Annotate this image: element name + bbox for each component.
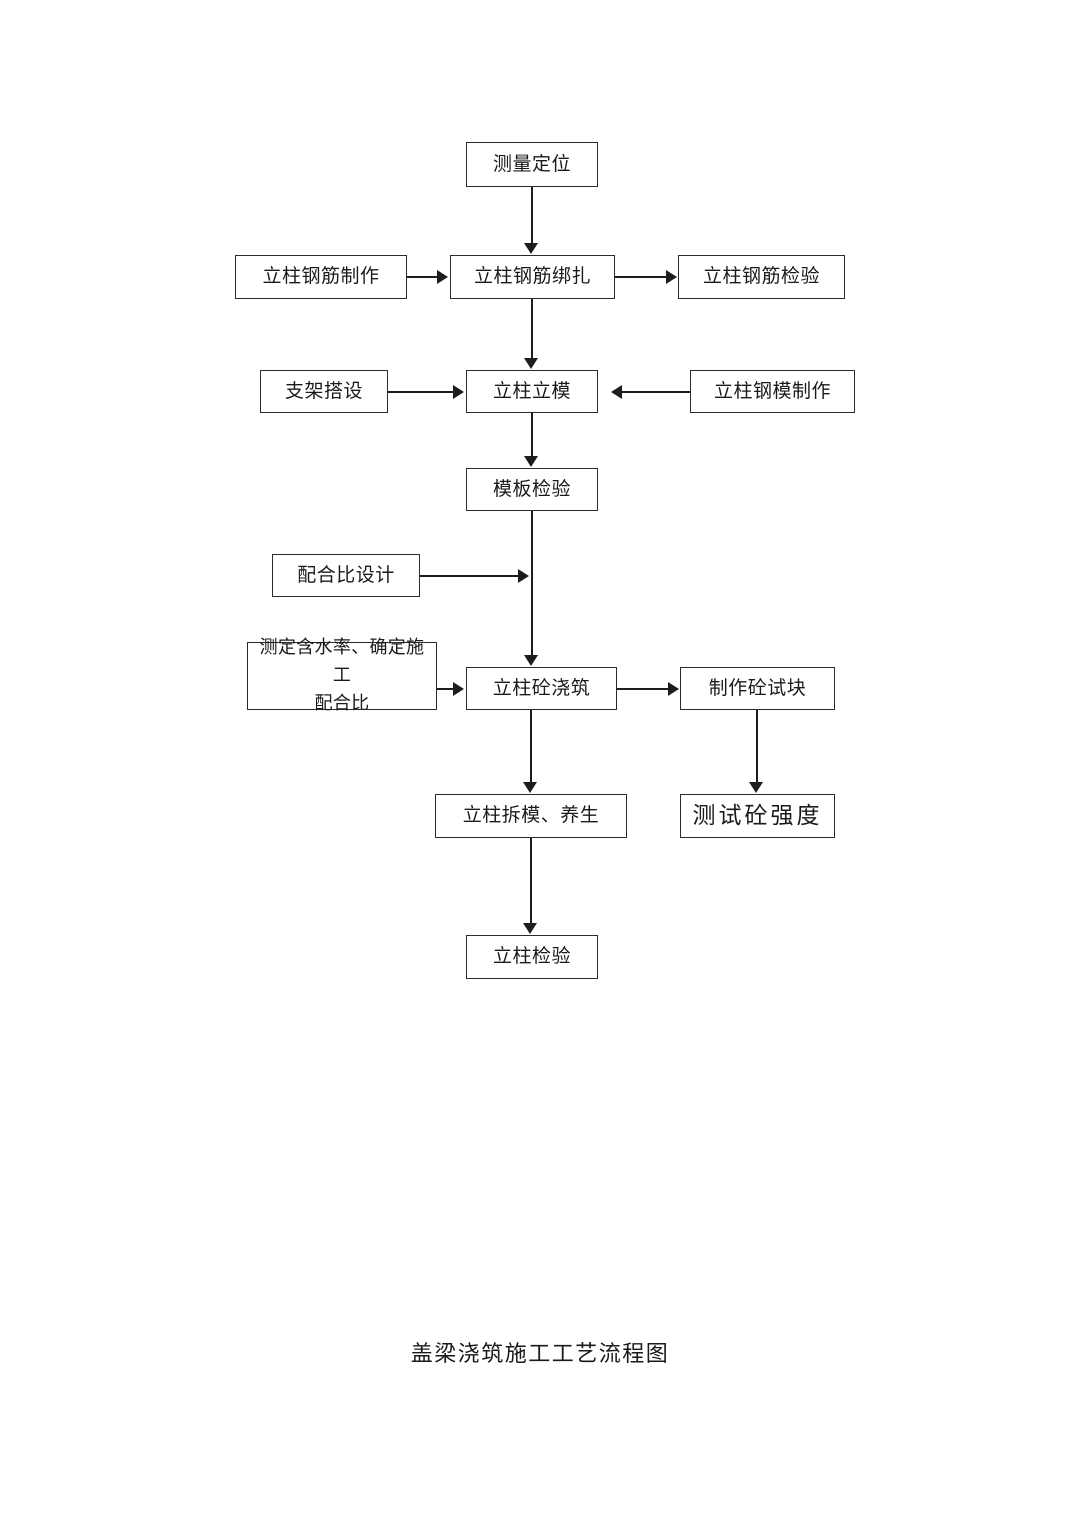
node-label: 测试砼强度 <box>692 803 823 829</box>
edge-rebar-tie-to-rebar-inspect-line <box>615 276 667 278</box>
node-moisture-test-construction-mix[interactable]: 测定含水率、确定施工 配合比 <box>247 637 437 713</box>
edge-rebar-tie-to-formwork-line <box>531 299 533 359</box>
edge-rebar-make-to-rebar-tie-line <box>407 276 438 278</box>
edge-formwork-inspect-to-pour-line <box>531 511 533 656</box>
edge-formwork-to-formwork-inspect-line <box>531 413 533 457</box>
node-scaffold-erection[interactable]: 支架搭设 <box>260 370 388 413</box>
edge-rebar-tie-to-rebar-inspect-arrow <box>666 270 677 284</box>
node-formwork-inspection[interactable]: 模板检验 <box>466 468 598 511</box>
edge-measure-to-rebar-tie-arrow <box>524 243 538 254</box>
node-column-stripping-curing[interactable]: 立柱拆模、养生 <box>435 794 627 838</box>
node-column-rebar-fabrication[interactable]: 立柱钢筋制作 <box>235 255 407 299</box>
edge-measure-to-rebar-tie-line <box>531 187 533 245</box>
figure-caption: 盖梁浇筑施工工艺流程图 <box>410 1341 670 1366</box>
node-column-inspection[interactable]: 立柱检验 <box>466 935 598 979</box>
edge-testblock-to-strength-line <box>756 710 758 783</box>
edge-testblock-to-strength-arrow <box>749 782 763 793</box>
node-label: 配合比设计 <box>297 564 395 586</box>
node-column-rebar-inspection[interactable]: 立柱钢筋检验 <box>678 255 845 299</box>
node-label-line-1: 测定含水率、确定施工 <box>259 637 425 686</box>
edge-formwork-to-formwork-inspect-arrow <box>524 456 538 467</box>
node-label-line-2: 配合比 <box>314 692 370 713</box>
edge-scaffold-to-formwork-line <box>388 391 454 393</box>
node-test-concrete-strength[interactable]: 测试砼强度 <box>680 794 835 838</box>
node-label: 立柱检验 <box>492 946 571 968</box>
edge-pour-to-testblock-arrow <box>668 682 679 696</box>
edge-rebar-make-to-rebar-tie-arrow <box>437 270 448 284</box>
node-measure-positioning[interactable]: 测量定位 <box>466 142 598 187</box>
edge-moisture-to-pour-line <box>437 688 454 690</box>
node-column-rebar-tying[interactable]: 立柱钢筋绑扎 <box>450 255 615 299</box>
edge-steelmold-to-formwork-arrow <box>611 385 622 399</box>
node-label: 立柱钢筋制作 <box>262 266 380 288</box>
node-label: 立柱拆模、养生 <box>462 805 600 827</box>
node-label: 模板检验 <box>492 478 571 500</box>
edge-moisture-to-pour-arrow <box>453 682 464 696</box>
node-label: 支架搭设 <box>284 380 363 402</box>
node-make-concrete-test-block[interactable]: 制作砼试块 <box>680 667 835 710</box>
node-column-steel-mold-fabrication[interactable]: 立柱钢模制作 <box>690 370 855 413</box>
node-label: 测量定位 <box>492 153 571 175</box>
node-label: 立柱钢模制作 <box>713 380 831 402</box>
edge-mixdesign-to-trunk-line <box>420 575 519 577</box>
node-column-formwork-erection[interactable]: 立柱立模 <box>466 370 598 413</box>
node-column-concrete-pouring[interactable]: 立柱砼浇筑 <box>466 667 617 710</box>
node-label: 立柱钢筋检验 <box>702 266 820 288</box>
node-label: 立柱砼浇筑 <box>492 677 591 699</box>
edge-pour-to-testblock-line <box>617 688 669 690</box>
edge-rebar-tie-to-formwork-arrow <box>524 358 538 369</box>
edge-steelmold-to-formwork-line <box>622 391 690 393</box>
node-label: 立柱立模 <box>492 380 571 402</box>
node-mix-proportion-design[interactable]: 配合比设计 <box>272 554 420 597</box>
node-label: 制作砼试块 <box>708 677 807 699</box>
edge-mixdesign-to-trunk-arrow <box>518 569 529 583</box>
edge-pour-to-strip-cure-line <box>530 710 532 783</box>
edge-pour-to-strip-cure-arrow <box>523 782 537 793</box>
edge-strip-cure-to-column-inspect-line <box>530 838 532 924</box>
edge-strip-cure-to-column-inspect-arrow <box>523 923 537 934</box>
edge-scaffold-to-formwork-arrow <box>453 385 464 399</box>
edge-formwork-inspect-to-pour-arrow <box>524 655 538 666</box>
node-label: 立柱钢筋绑扎 <box>473 266 591 288</box>
